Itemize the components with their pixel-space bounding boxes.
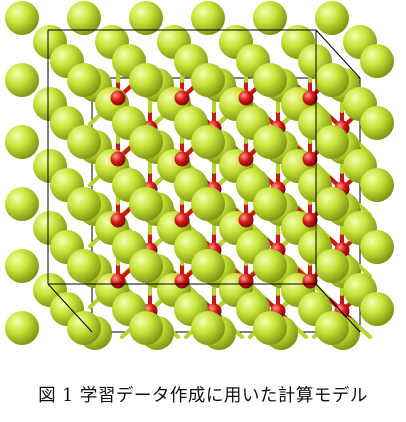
- small-atom: [302, 273, 318, 289]
- large-atom: [5, 63, 39, 97]
- large-atom: [253, 187, 287, 221]
- large-atom: [360, 44, 394, 78]
- small-atom: [174, 212, 190, 228]
- small-atom: [238, 273, 254, 289]
- large-atom: [129, 187, 163, 221]
- large-atom: [129, 125, 163, 159]
- small-atom: [238, 212, 254, 228]
- large-atom: [67, 311, 101, 345]
- small-atom: [302, 90, 318, 106]
- crystal-structure-figure: [5, 1, 394, 350]
- unit-cell-front-edges: [47, 29, 361, 333]
- large-atom: [191, 63, 225, 97]
- large-atom: [5, 187, 39, 221]
- small-atom: [110, 273, 126, 289]
- large-atom: [5, 311, 39, 345]
- figure-caption: 図 1 学習データ作成に用いた計算モデル: [38, 386, 368, 406]
- small-atom: [110, 212, 126, 228]
- large-atom: [315, 249, 349, 283]
- large-atom: [315, 187, 349, 221]
- cell-edge: [315, 283, 361, 333]
- large-atom: [253, 311, 287, 345]
- large-atom: [360, 292, 394, 326]
- large-atom: [253, 63, 287, 97]
- large-atom: [315, 125, 349, 159]
- small-atom: [110, 151, 126, 167]
- large-atom: [315, 1, 349, 35]
- small-atom: [302, 212, 318, 228]
- small-atom: [302, 151, 318, 167]
- large-atom: [191, 1, 225, 35]
- large-atom: [67, 249, 101, 283]
- large-atom: [5, 1, 39, 35]
- large-atom: [253, 1, 287, 35]
- small-atom: [174, 90, 190, 106]
- large-atom: [253, 125, 287, 159]
- large-atom: [129, 249, 163, 283]
- small-atom: [238, 151, 254, 167]
- large-atom: [360, 230, 394, 264]
- large-atom: [315, 63, 349, 97]
- cell-edge: [47, 283, 93, 333]
- large-atom: [129, 1, 163, 35]
- large-atom: [191, 311, 225, 345]
- large-atom: [67, 1, 101, 35]
- large-atom: [191, 249, 225, 283]
- large-atom: [315, 311, 349, 345]
- large-atom: [129, 63, 163, 97]
- large-atom: [5, 125, 39, 159]
- atom-layer: [5, 1, 394, 350]
- small-atom: [174, 151, 190, 167]
- large-atom: [5, 249, 39, 283]
- large-atom: [253, 249, 287, 283]
- large-atom: [129, 311, 163, 345]
- crystal-model-image: [5, 1, 394, 350]
- small-atom: [238, 90, 254, 106]
- large-atom: [191, 187, 225, 221]
- small-atom: [174, 273, 190, 289]
- large-atom: [67, 63, 101, 97]
- large-atom: [67, 187, 101, 221]
- cell-edge: [315, 29, 361, 79]
- large-atom: [191, 125, 225, 159]
- small-atom: [110, 90, 126, 106]
- large-atom: [67, 125, 101, 159]
- large-atom: [360, 106, 394, 140]
- large-atom: [360, 168, 394, 202]
